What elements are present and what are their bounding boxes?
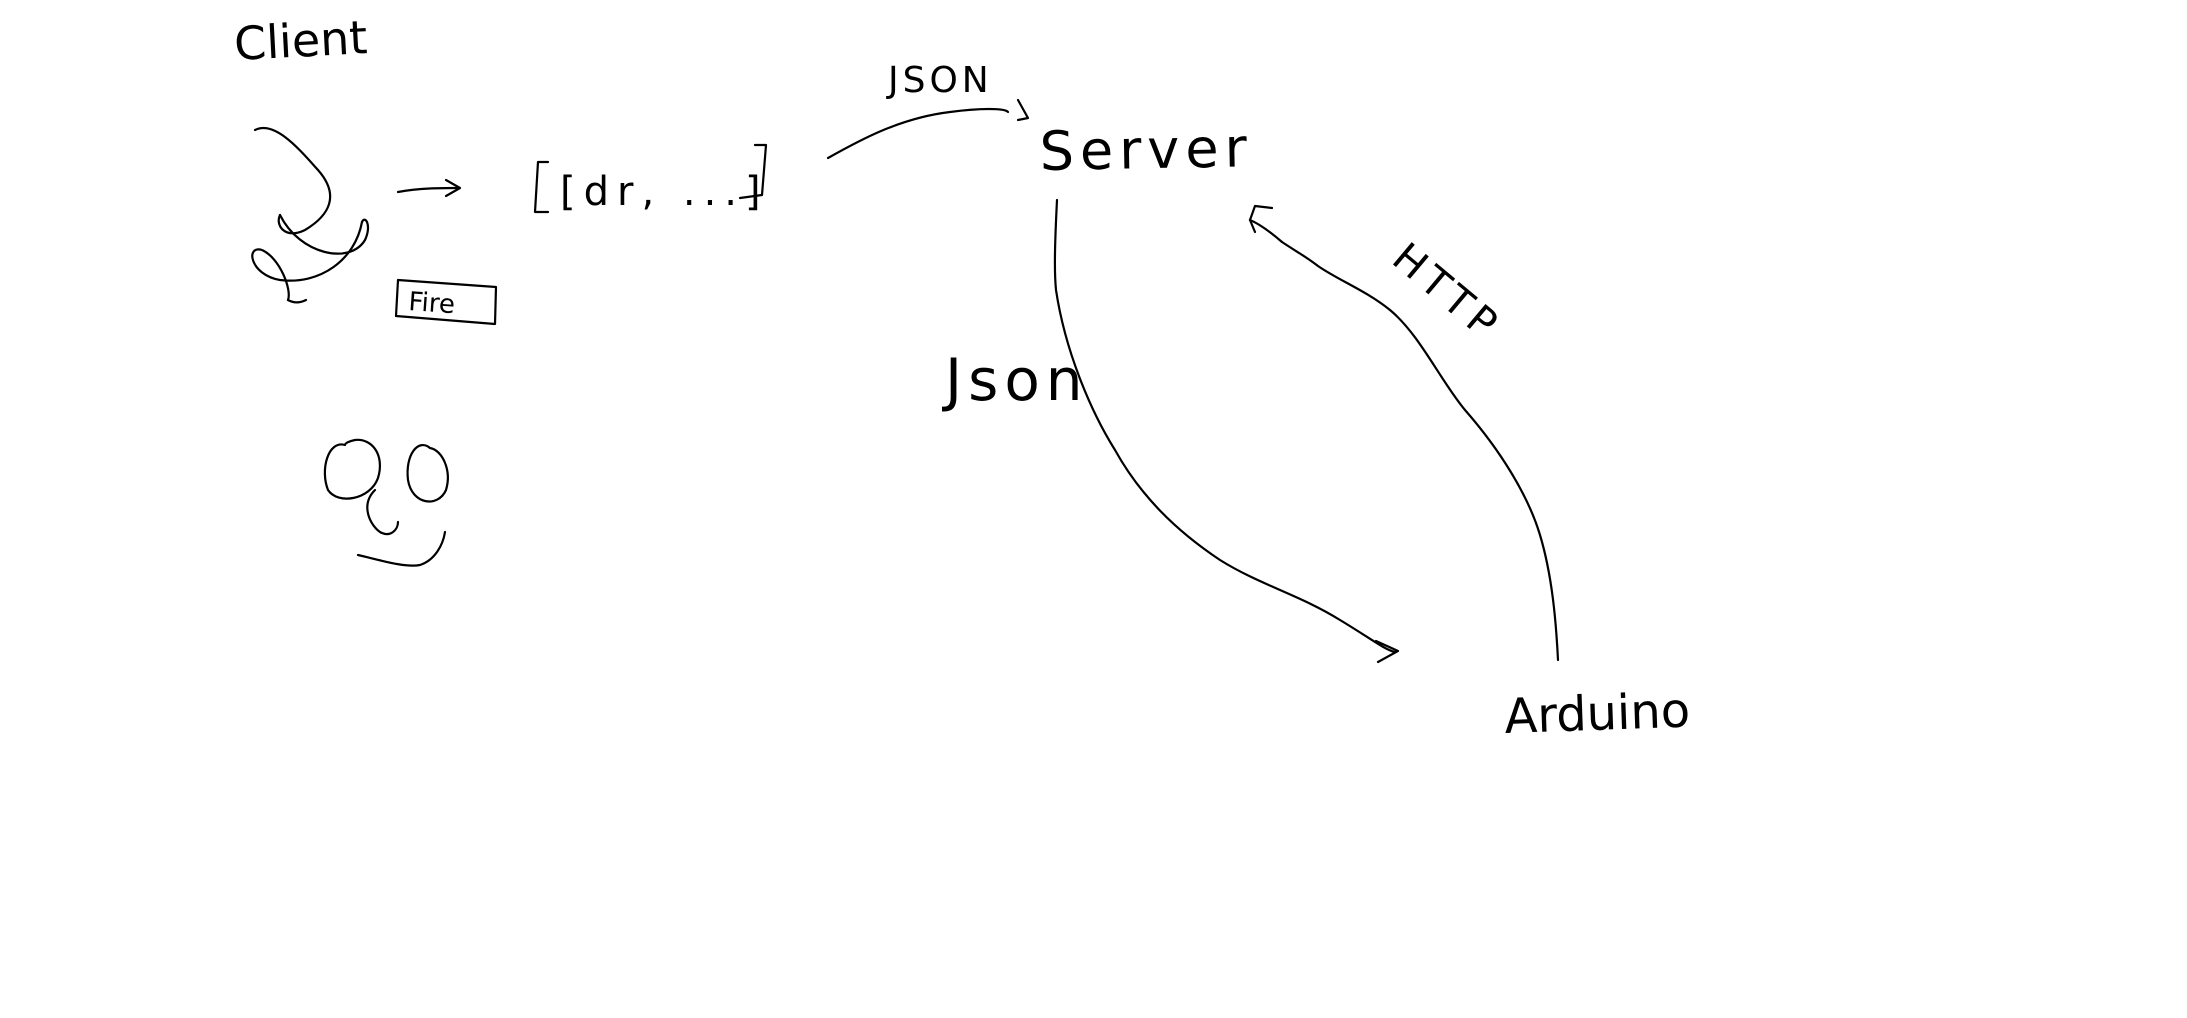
arduino-to-server-arrow [1248,204,1560,662]
json-mid-label: Json [942,346,1089,414]
server-label: Server [1039,116,1253,183]
client-label: Client [233,10,369,71]
array-text: [dr, ...] [560,169,769,215]
http-label: HTTP [1384,234,1510,350]
server-to-arduino-arrow [1053,198,1400,664]
array-to-server-arrow [826,98,1030,160]
array-bracket [533,143,768,214]
fire-box [394,278,498,326]
client-doodle [251,127,370,304]
fire-box-text: Fire [408,287,456,320]
arduino-label: Arduino [1503,683,1691,745]
json-top-label: JSON [886,60,993,101]
face-doodle [323,438,449,567]
client-to-array-arrow [396,178,462,198]
